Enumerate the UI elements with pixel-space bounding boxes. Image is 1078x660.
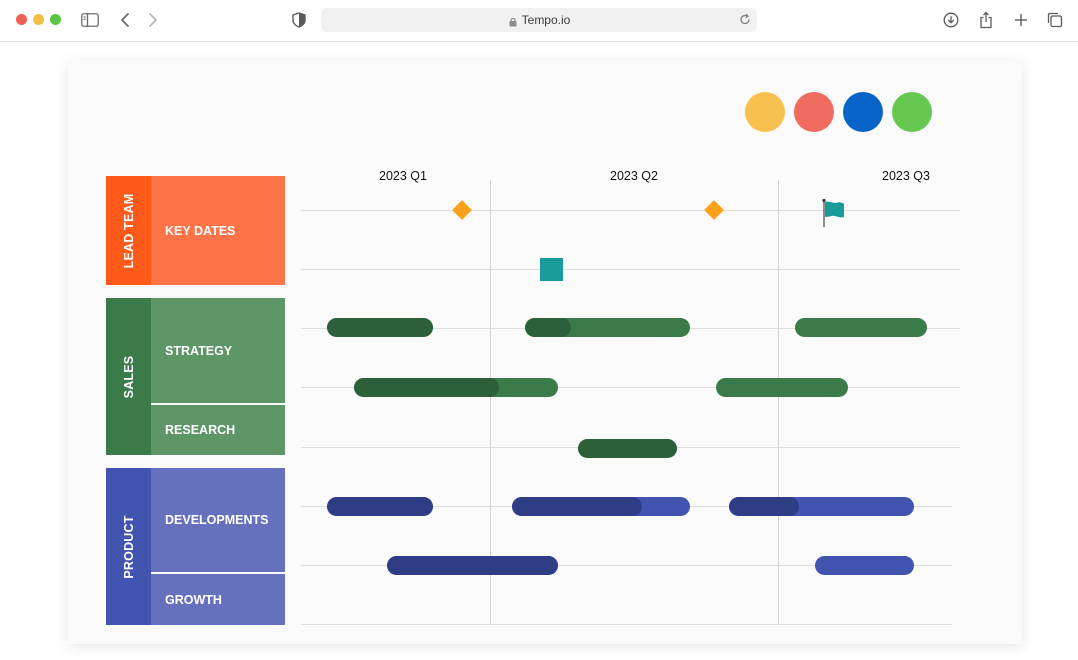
task-bar-sales[interactable] <box>716 378 848 397</box>
address-url: Tempo.io <box>521 13 571 27</box>
category-research[interactable]: RESEARCH <box>151 405 285 455</box>
group-lead-team[interactable]: LEAD TEAM <box>106 176 151 285</box>
task-progress-fill <box>327 497 433 516</box>
plus-icon[interactable] <box>1010 9 1032 31</box>
task-progress-fill <box>353 378 499 397</box>
flag-icon[interactable] <box>821 198 847 228</box>
shield-icon[interactable] <box>288 9 310 31</box>
quarter-header-q1: 2023 Q1 <box>379 169 427 183</box>
row-line <box>301 387 960 388</box>
quarter-divider <box>490 180 491 625</box>
task-bar-sales[interactable] <box>525 318 690 337</box>
task-bar-product[interactable] <box>386 556 558 575</box>
row-line <box>301 565 952 566</box>
task-bar-product[interactable] <box>729 497 914 516</box>
category-label: RESEARCH <box>165 423 236 437</box>
palette-dot-red[interactable] <box>794 92 834 132</box>
close-window-button[interactable] <box>16 14 27 25</box>
group-label: PRODUCT <box>121 514 136 579</box>
task-bar-sales[interactable] <box>795 318 928 337</box>
tabs-overview-icon[interactable] <box>1044 9 1066 31</box>
task-progress-fill <box>327 318 433 337</box>
chevron-left-icon[interactable] <box>114 9 136 31</box>
category-growth[interactable]: GROWTH <box>151 574 285 625</box>
share-icon[interactable] <box>975 9 997 31</box>
category-key-dates[interactable]: KEY DATES <box>151 176 285 285</box>
task-progress-fill <box>577 439 677 458</box>
group-label: SALES <box>121 355 136 398</box>
task-progress-fill <box>386 556 558 575</box>
palette-dot-blue[interactable] <box>843 92 883 132</box>
category-label: DEVELOPMENTS <box>165 513 269 527</box>
task-progress-fill <box>729 497 800 516</box>
task-bar-sales[interactable] <box>353 378 558 397</box>
browser-toolbar: Tempo.io <box>0 0 1078 42</box>
reload-icon[interactable] <box>739 13 751 31</box>
group-product[interactable]: PRODUCT <box>106 468 151 625</box>
category-label: STRATEGY <box>165 343 233 358</box>
milestone-square[interactable] <box>540 258 563 281</box>
palette-dot-green[interactable] <box>892 92 932 132</box>
quarter-divider <box>778 180 779 625</box>
category-developments[interactable]: DEVELOPMENTS <box>151 468 285 572</box>
category-strategy[interactable]: STRATEGY <box>151 298 285 403</box>
palette-dot-yellow[interactable] <box>745 92 785 132</box>
row-line <box>301 210 960 211</box>
row-line <box>301 624 952 625</box>
address-bar[interactable]: Tempo.io <box>321 8 757 32</box>
task-progress-fill <box>511 497 642 516</box>
category-label: KEY DATES <box>165 223 236 238</box>
zoom-window-button[interactable] <box>50 14 61 25</box>
group-sales[interactable]: SALES <box>106 298 151 455</box>
lock-icon <box>509 14 517 32</box>
task-bar-product[interactable] <box>815 556 914 575</box>
quarter-header-q2: 2023 Q2 <box>610 169 658 183</box>
download-icon[interactable] <box>940 9 962 31</box>
group-label: LEAD TEAM <box>121 193 136 268</box>
category-label: GROWTH <box>165 592 222 607</box>
task-bar-product[interactable] <box>327 497 433 516</box>
task-bar-sales[interactable] <box>327 318 433 337</box>
chevron-right-icon[interactable] <box>142 9 164 31</box>
quarter-header-q3: 2023 Q3 <box>882 169 930 183</box>
sidebar-icon[interactable] <box>79 9 101 31</box>
task-bar-product[interactable] <box>511 497 690 516</box>
minimize-window-button[interactable] <box>33 14 44 25</box>
row-line <box>301 269 960 270</box>
task-progress-fill <box>525 318 572 337</box>
task-bar-sales[interactable] <box>577 439 677 458</box>
